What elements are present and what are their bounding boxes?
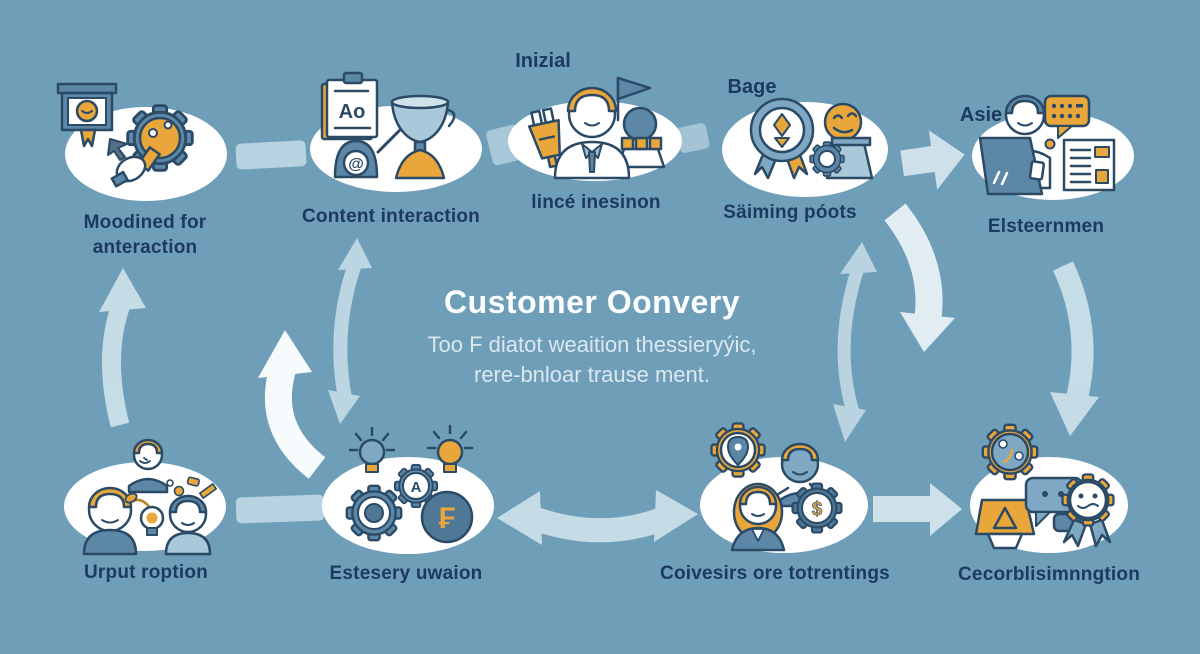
gear-dollar-icon: $ — [781, 472, 853, 544]
smiley-icon — [823, 102, 863, 142]
gear-o-icon — [334, 473, 414, 553]
arrow-curved-down-mid — [884, 203, 955, 352]
coin-icon: ₣ — [420, 490, 474, 544]
gear-letter: A — [411, 479, 422, 496]
idea-bulb-icon — [124, 492, 165, 536]
diagram-subtitle: Too F diatot weaition thessieryýic, rere… — [427, 332, 757, 387]
node-toplabel-bage: Bage — [727, 76, 777, 98]
node-label-content: Content interaction — [302, 206, 480, 227]
arrow-double-horizontal-bottom — [497, 490, 698, 545]
asie-icon-group — [978, 94, 1116, 196]
coin-glyph: ₣ — [439, 502, 456, 535]
connector-bar-4 — [235, 494, 325, 524]
at-dome-icon: @ — [333, 139, 379, 179]
hand-cursor-icon — [110, 146, 161, 188]
gear-pin-icon — [699, 411, 777, 489]
node-label-bage: Säiming póots — [723, 202, 857, 223]
arrow-white-up — [258, 330, 326, 479]
node-label-asie: Elsteernmen — [987, 216, 1105, 237]
people-group-icon — [82, 438, 212, 556]
person-icon — [553, 86, 631, 180]
connector-bar-1 — [235, 140, 307, 170]
estesery-icon-group: A ₣ — [334, 424, 474, 553]
bage-icon-group — [749, 97, 874, 184]
node-label-urput: Urput roption — [84, 562, 208, 583]
node-toplabel-asie: Asie — [959, 104, 1003, 126]
gear-network-icon — [970, 412, 1050, 492]
trophy-icon — [390, 94, 456, 180]
clipboard-icon: Ao — [320, 71, 379, 141]
node-label-moodined: Moodined for anteraction — [83, 212, 207, 258]
rosette-badge-icon — [749, 97, 815, 180]
arrow-curved-up-left — [99, 268, 146, 428]
cecorb-icon-group — [970, 412, 1126, 550]
coivesirs-icon-group: $ — [699, 411, 853, 552]
presentation-board-icon — [56, 82, 118, 148]
node-label-inizial: lincé inesinon — [531, 192, 661, 213]
person-folder-icon — [978, 94, 1052, 196]
arrow-right-bottom — [873, 483, 962, 536]
gear-icon — [802, 134, 852, 184]
lightbulb-blue-icon — [348, 426, 396, 473]
arrow-right-top — [900, 130, 965, 190]
clipboard-text: Ao — [339, 101, 366, 123]
plug-icon — [527, 107, 562, 169]
gear-a-icon: A — [385, 455, 447, 517]
arrow-double-vertical-left — [328, 238, 372, 424]
speech-bubble-icon — [1043, 94, 1091, 150]
content-icon-group: Ao @ — [320, 71, 456, 180]
node-label-coivesirs: Coivesirs ore totrentings — [660, 563, 890, 584]
arrow-double-vertical-right — [833, 242, 877, 442]
idea-doodads-icon — [166, 476, 218, 499]
figure-icon — [616, 106, 666, 169]
moodined-icon-group — [56, 82, 208, 188]
rosette-face-icon — [1050, 462, 1126, 548]
flag-icon — [616, 76, 652, 122]
node-label-cecorb: Cecorblisimnngtion — [958, 564, 1140, 585]
urput-icon-group — [82, 438, 218, 556]
document-icon — [1062, 138, 1116, 192]
diagram-title: Customer Oonvery — [443, 284, 741, 320]
node-label-estesery: Estesery uwaion — [329, 563, 483, 584]
warning-box-icon — [974, 498, 1036, 550]
node-toplabel-inizial: Inizial — [515, 50, 571, 72]
cursor-icon — [107, 138, 128, 161]
dollar-glyph: $ — [812, 499, 823, 520]
lightbulb-orange-icon — [426, 424, 474, 473]
connector-bar-3 — [676, 123, 710, 153]
woman-icon — [730, 482, 786, 552]
inizial-icon-group — [527, 76, 666, 180]
at-glyph: @ — [348, 156, 364, 173]
arrow-curved-down-right — [1050, 261, 1099, 436]
